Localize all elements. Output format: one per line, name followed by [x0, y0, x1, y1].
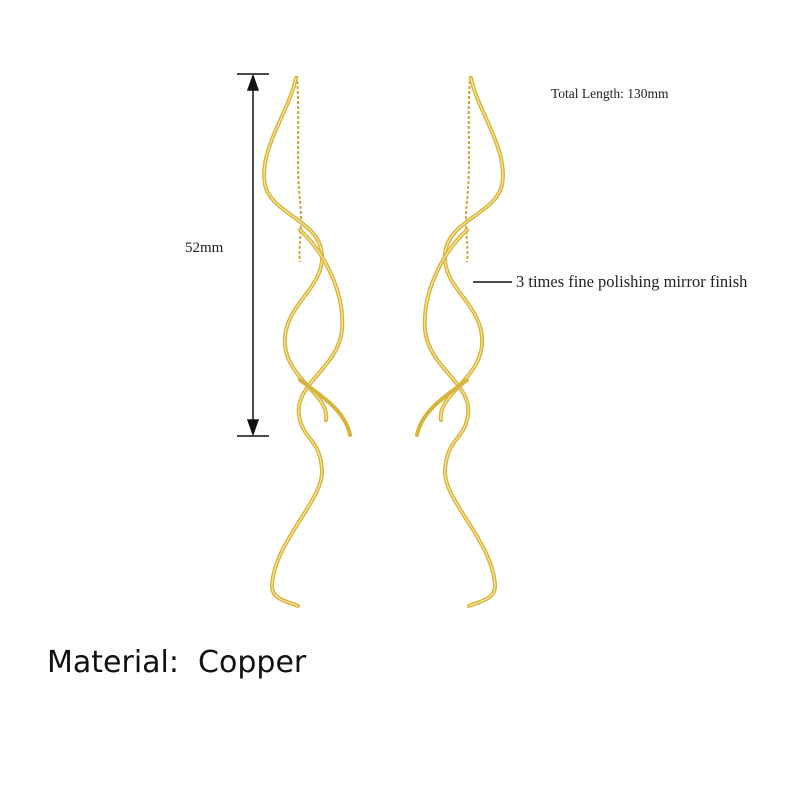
right-earring: [415, 74, 505, 608]
left-earring: [262, 74, 352, 608]
dimension-label: 52mm: [185, 240, 224, 256]
total-length-label: Total Length: 130mm: [551, 86, 669, 101]
dimension-line: [237, 73, 269, 437]
finish-label: 3 times fine polishing mirror finish: [516, 272, 748, 291]
material-label: Material: Copper: [47, 645, 307, 680]
